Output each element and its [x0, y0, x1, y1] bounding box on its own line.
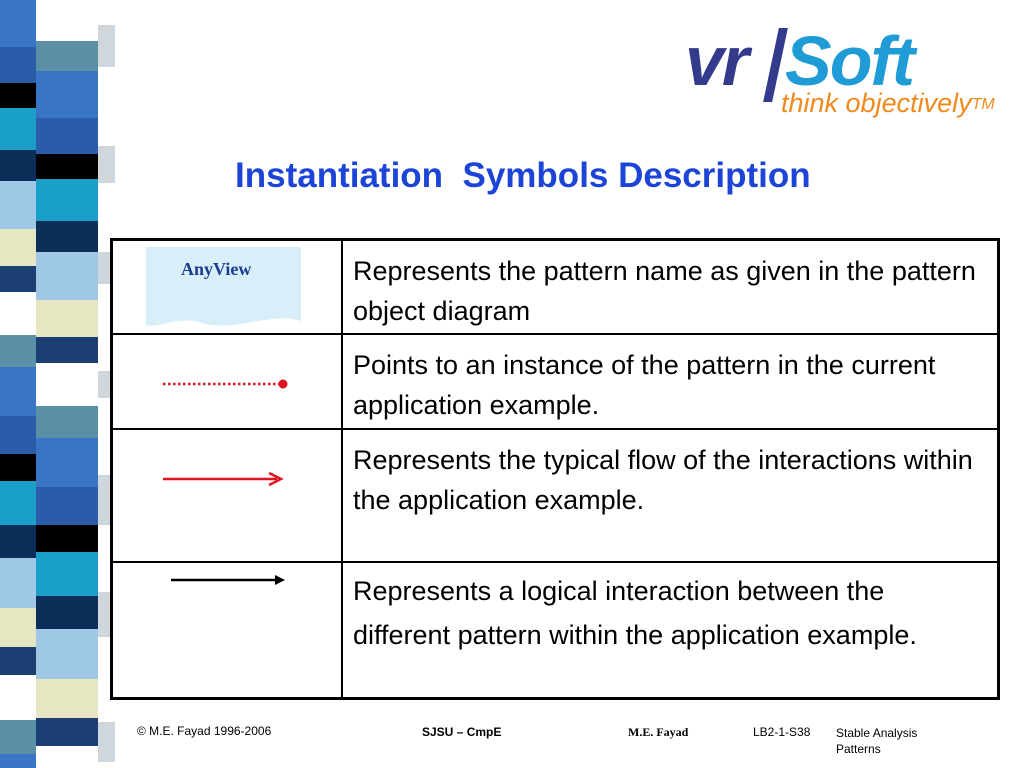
- stripe-block: [36, 363, 98, 406]
- stripe-block: [0, 335, 36, 367]
- symbols-table: AnyView Represents the pattern name as g…: [110, 238, 1000, 700]
- stripe-block: [0, 754, 36, 768]
- decorative-side-stripe: [0, 0, 115, 768]
- stripe-block: [36, 487, 98, 525]
- stripe-block: [0, 367, 36, 416]
- symbol-description: Represents the pattern name as given in …: [353, 256, 976, 326]
- stripe-block: [98, 762, 115, 768]
- stripe-block: [36, 679, 98, 718]
- stripe-block: [36, 154, 98, 179]
- stripe-block: [0, 108, 36, 150]
- stripe-block: [36, 718, 98, 746]
- stripe-block: [0, 608, 36, 647]
- stripe-block: [0, 481, 36, 525]
- stripe-block: [0, 181, 36, 229]
- stripe-block: [36, 596, 98, 629]
- symbol-description: Represents a logical interaction between…: [353, 576, 917, 650]
- table-row: Represents the typical flow of the inter…: [113, 428, 997, 561]
- symbol-cell: [113, 335, 343, 428]
- logo-soft-text: Soft: [785, 22, 915, 100]
- stripe-block: [0, 47, 36, 83]
- stripe-block: [0, 229, 36, 266]
- stripe-block: [98, 146, 115, 183]
- stripe-block: [0, 720, 36, 754]
- stripe-block: [0, 454, 36, 481]
- vrsoft-logo: vr Soft think objectivelyTM: [685, 22, 1005, 122]
- footer-author: M.E. Fayad: [628, 725, 689, 739]
- red-dotted-line-with-dot-icon: [163, 379, 288, 389]
- stripe-block: [0, 558, 36, 608]
- stripe-block: [36, 252, 98, 300]
- stripe-block: [36, 221, 98, 252]
- stripe-block: [0, 525, 36, 558]
- stripe-block: [36, 118, 98, 154]
- stripe-block: [36, 525, 98, 552]
- stripe-block: [36, 300, 98, 337]
- black-arrow-icon: [171, 575, 285, 585]
- footer-slide-id: LB2-1-S38: [753, 725, 811, 739]
- symbol-description: Represents the typical flow of the inter…: [353, 445, 973, 515]
- stripe-block: [0, 416, 36, 454]
- stripe-block: [0, 292, 36, 335]
- stripe-block: [0, 675, 36, 720]
- table-row: AnyView Represents the pattern name as g…: [113, 241, 997, 333]
- stripe-block: [0, 266, 36, 292]
- table-row: Points to an instance of the pattern in …: [113, 333, 997, 428]
- symbol-cell: [113, 430, 343, 561]
- logo-tagline: think objectivelyTM: [781, 88, 995, 118]
- symbol-cell: [113, 563, 343, 697]
- stripe-block: [0, 647, 36, 675]
- red-arrow-icon: [163, 471, 284, 487]
- stripe-block: [36, 406, 98, 438]
- stripe-block: [98, 183, 115, 209]
- stripe-block: [36, 41, 98, 71]
- symbol-description: Points to an instance of the pattern in …: [353, 350, 936, 420]
- footer-slide-topic-text: Stable Analysis Patterns: [836, 726, 918, 756]
- table-row: Represents a logical interaction between…: [113, 561, 997, 697]
- stripe-block: [0, 0, 36, 47]
- footer-institution: SJSU – CmpE: [422, 725, 502, 739]
- stripe-block: [98, 67, 115, 98]
- stripe-block: [36, 179, 98, 221]
- footer-copyright: © M.E. Fayad 1996-2006: [137, 724, 272, 738]
- stripe-block: [98, 722, 115, 762]
- stripe-block: [98, 0, 115, 25]
- footer-slide-topic: Stable Analysis Patterns: [836, 725, 956, 757]
- symbol-cell: AnyView: [113, 241, 343, 333]
- stripe-column: [0, 0, 36, 768]
- logo-vr-text: vr: [685, 22, 749, 100]
- stripe-block: [36, 746, 98, 768]
- stripe-column: [36, 0, 98, 768]
- stripe-block: [98, 25, 115, 67]
- stripe-block: [36, 438, 98, 487]
- stripe-block: [36, 0, 98, 41]
- stripe-block: [0, 150, 36, 181]
- stripe-block: [0, 83, 36, 108]
- stripe-block: [98, 98, 115, 146]
- anyview-label: AnyView: [181, 259, 252, 279]
- stripe-block: [36, 629, 98, 679]
- stripe-block: [36, 552, 98, 596]
- logo-tagline-text: think objectively: [781, 88, 972, 118]
- stripe-block: [36, 71, 98, 118]
- slide-title: Instantiation Symbols Description: [235, 156, 811, 195]
- anyview-note-icon: [146, 247, 301, 326]
- stripe-block: [36, 337, 98, 363]
- logo-trademark: TM: [971, 96, 995, 113]
